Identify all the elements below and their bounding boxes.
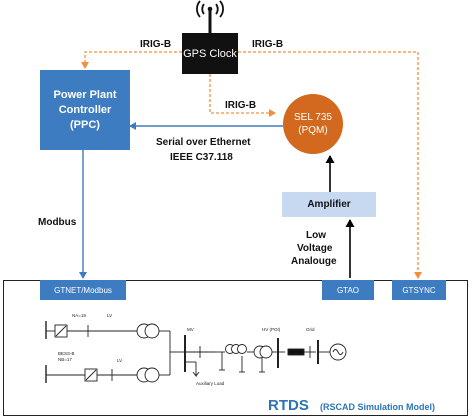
ppc-label-line1: Power Plant (53, 88, 117, 101)
hv-poi-label: HV (POI) (262, 327, 281, 332)
irig-b-label-right: IRIG-B (252, 39, 284, 50)
analog-label-line2: Voltage (297, 243, 333, 254)
bess-label-line2: NB=17 (58, 357, 72, 362)
gtao-label: GTAO (336, 285, 360, 295)
ppc-box: Power Plant Controller (PPC) (40, 70, 130, 150)
gtsync-card: GTSYNC (392, 280, 446, 300)
gtsync-label: GTSYNC (402, 285, 436, 295)
grid-label: Grid (306, 327, 315, 332)
amplifier-label: Amplifier (307, 199, 351, 210)
aux-load-label: Auxiliary Load (196, 381, 225, 386)
power-system-schematic (45, 321, 347, 383)
modbus-label: Modbus (38, 217, 77, 228)
lv-label-bottom: LV (117, 358, 123, 363)
sel-label-line1: SEL 735 (294, 112, 332, 123)
lv-label-top: LV (107, 313, 113, 318)
irig-b-label-mid: IRIG-B (225, 100, 257, 111)
aux-load-arrow (192, 362, 200, 378)
bess-label-line1: BESS-B (58, 351, 75, 356)
sel-label-line2: (PQM) (298, 125, 328, 136)
mv-label: MV (187, 327, 194, 332)
gps-clock-label: GPS Clock (183, 47, 237, 60)
ppc-label-line3: (PPC) (70, 118, 100, 131)
analog-label-line1: Low (306, 230, 326, 241)
analog-label-line3: Analouge (291, 256, 337, 267)
source-top-label: NA=19 (72, 313, 86, 318)
irig-b-label-left: IRIG-B (140, 39, 172, 50)
rtds-enclosure (3, 280, 468, 416)
rtds-subtitle: (RSCAD Simulation Model) (320, 402, 435, 412)
sel-735-meter: SEL 735 (PQM) (283, 94, 343, 154)
gps-clock-box: GPS Clock (182, 33, 238, 74)
rtds-title: RTDS (268, 397, 309, 414)
gps-antenna-icon (196, 0, 224, 33)
gtao-card: GTAO (322, 280, 374, 300)
gtnet-label: GTNET/Modbus (54, 285, 112, 295)
irig-b-link-ppc (81, 51, 182, 69)
amplifier-box: Amplifier (282, 192, 376, 217)
irig-b-link-gtsync (238, 51, 422, 279)
ppc-label-line2: Controller (58, 103, 112, 116)
serial-label-line1: Serial over Ethernet (156, 137, 251, 148)
irig-b-link-sel (209, 74, 276, 117)
gtnet-modbus-card: GTNET/Modbus (40, 280, 126, 300)
serial-label-line2: IEEE C37.118 (170, 152, 233, 163)
